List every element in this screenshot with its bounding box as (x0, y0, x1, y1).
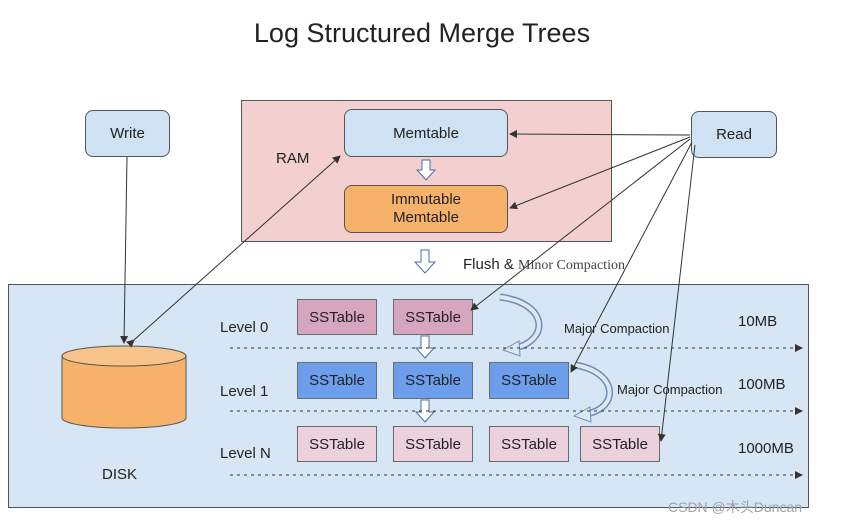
level-1-size: 100MB (738, 376, 786, 393)
flush-label-rest: Minor Compaction (518, 258, 625, 273)
disk-label: DISK (102, 466, 138, 483)
watermark: CSDN @木头Duncan (668, 499, 803, 515)
sstable-l0-2: SSTable (393, 299, 473, 335)
level-n-label: Level N (220, 445, 271, 462)
sstable-l1-2: SSTable (393, 362, 473, 399)
sstable-l0-1: SSTable (297, 299, 377, 335)
immutable-label-line2: Memtable (393, 209, 459, 226)
sstable-ln-4: SSTable (580, 426, 660, 462)
read-node: Read (691, 111, 777, 158)
flush-label-main: Flush & (463, 256, 514, 273)
level-0-label: Level 0 (220, 319, 269, 336)
sstable-l1-1: SSTable (297, 362, 377, 399)
down-arrow-flush (413, 249, 437, 274)
memtable-node: Memtable (344, 109, 508, 157)
sstable-ln-1: SSTable (297, 426, 377, 462)
level-n-size: 1000MB (738, 440, 794, 457)
major-compaction-label-2: Major Compaction (617, 382, 723, 397)
ram-label: RAM (276, 150, 310, 167)
wal-log-label: WAL Log (93, 383, 155, 400)
sstable-l1-3: SSTable (489, 362, 569, 399)
flush-label: Flush & Minor Compaction (463, 256, 625, 274)
sstable-ln-3: SSTable (489, 426, 569, 462)
immutable-label-line1: Immutable (390, 191, 462, 208)
immutable-memtable-node: Immutable Memtable (344, 185, 508, 233)
sstable-ln-2: SSTable (393, 426, 473, 462)
level-0-size: 10MB (738, 313, 778, 330)
level-1-label: Level 1 (220, 383, 269, 400)
diagram-title: Log Structured Merge Trees (253, 18, 591, 48)
major-compaction-label-1: Major Compaction (564, 321, 670, 336)
write-node: Write (85, 110, 170, 157)
